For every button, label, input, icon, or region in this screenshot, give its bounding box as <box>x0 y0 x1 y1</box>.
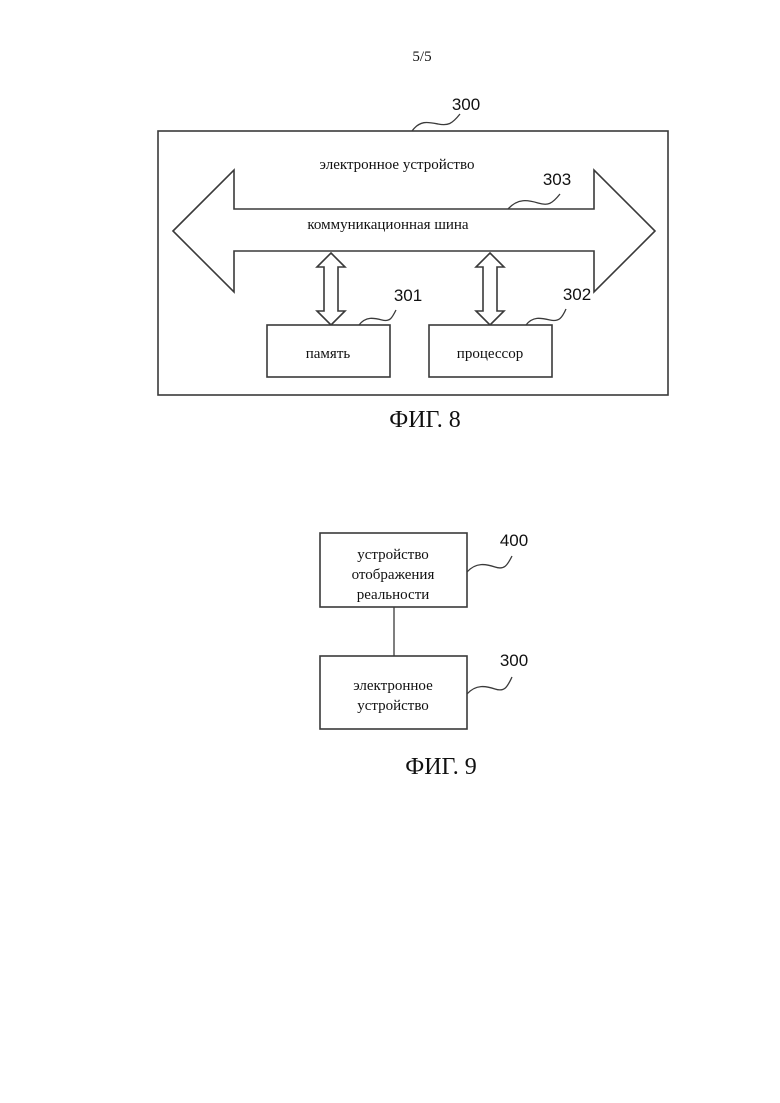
electronic-device-label: электронное устройство <box>320 157 475 173</box>
ref-301: 301 <box>394 286 422 305</box>
figure-9-caption: ФИГ. 9 <box>405 754 476 780</box>
ref-300-fig9-leader <box>467 677 512 694</box>
ref-303: 303 <box>543 170 571 189</box>
reality-display-device-line-3: реальности <box>357 587 430 603</box>
ref-400: 400 <box>500 531 528 550</box>
page-number: 5/5 <box>412 49 431 65</box>
ref-300-leader <box>412 114 460 131</box>
reality-display-device-line-2: отображения <box>352 567 435 583</box>
processor-label: процессор <box>457 346 523 362</box>
ref-300-fig8: 300 <box>452 95 480 114</box>
ref-400-leader <box>467 556 512 572</box>
figure-8-caption: ФИГ. 8 <box>389 407 460 433</box>
ref-300-fig9: 300 <box>500 651 528 670</box>
figure-9: устройство отображения реальности 400 эл… <box>320 531 528 780</box>
electronic-device-line-2: устройство <box>357 698 429 714</box>
ref-302: 302 <box>563 285 591 304</box>
electronic-device-line-1: электронное <box>353 678 433 694</box>
figure-8: электронное устройство 300 коммуникацион… <box>158 95 668 433</box>
communication-bus-label: коммуникационная шина <box>307 217 469 233</box>
memory-label: память <box>306 346 351 362</box>
reality-display-device-line-1: устройство <box>357 547 429 563</box>
